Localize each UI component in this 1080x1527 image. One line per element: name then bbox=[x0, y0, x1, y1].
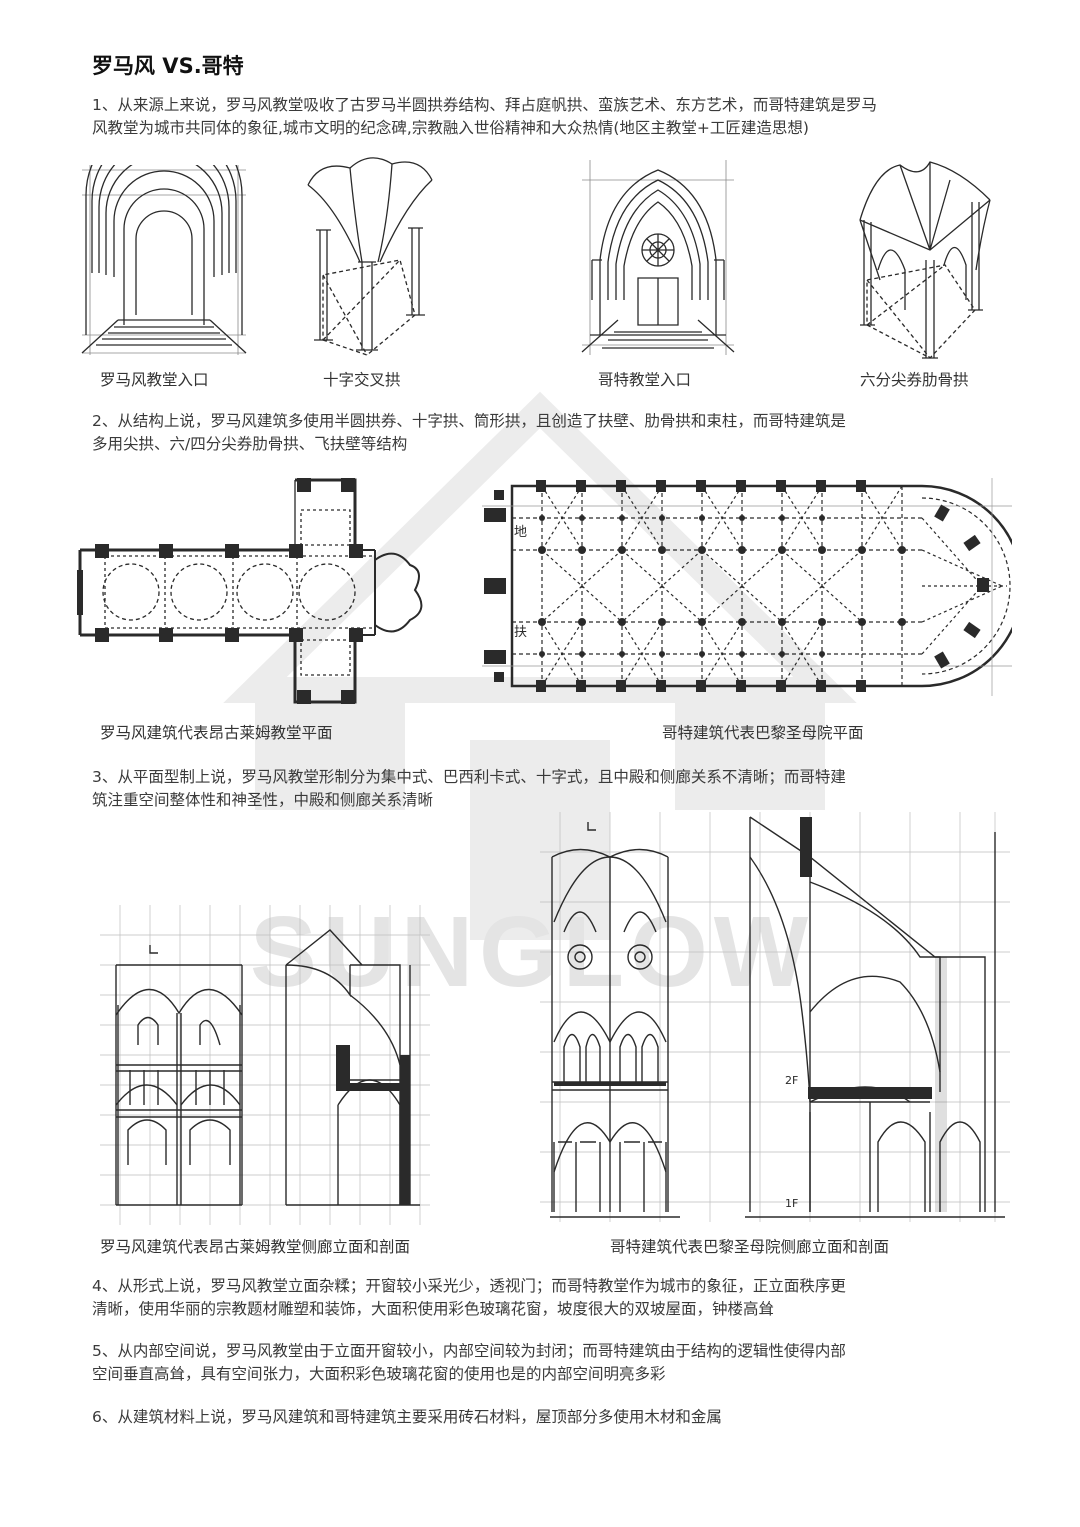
paragraph-5: 5、从内部空间说，罗马风教堂由于立面开窗较小，内部空间较为封闭；而哥特建筑由于结… bbox=[92, 1340, 992, 1386]
floor-label-1f: 1F bbox=[785, 1197, 798, 1210]
gothic-entrance-sketch bbox=[578, 160, 738, 355]
caption-gothic-entrance: 哥特教堂入口 bbox=[598, 371, 692, 389]
caption-romanesque-section: 罗马风建筑代表昂古莱姆教堂侧廊立面和剖面 bbox=[100, 1238, 411, 1256]
caption-romanesque-entrance: 罗马风教堂入口 bbox=[100, 371, 209, 389]
caption-romanesque-plan: 罗马风建筑代表昂古莱姆教堂平面 bbox=[100, 724, 333, 742]
romanesque-section-sketch bbox=[100, 905, 430, 1225]
paragraph-1: 1、从来源上来说，罗马风教堂吸收了古罗马半圆拱券结构、拜占庭帆拱、蛮族艺术、东方… bbox=[92, 94, 992, 140]
paragraph-line: 风教堂为城市共同体的象征,城市文明的纪念碑,宗教融入世俗精神和大众热情(地区主教… bbox=[92, 119, 809, 137]
floor-label-2f: 2F bbox=[785, 1074, 798, 1087]
paragraph-line: 筑注重空间整体性和神圣性，中殿和侧廊关系清晰 bbox=[92, 791, 434, 809]
paragraph-line: 4、从形式上说，罗马风教堂立面杂糅；开窗较小采光少，透视门；而哥特教堂作为城市的… bbox=[92, 1277, 846, 1295]
paragraph-line: 6、从建筑材料上说，罗马风建筑和哥特建筑主要采用砖石材料，屋顶部分多使用木材和金… bbox=[92, 1408, 722, 1426]
paragraph-line: 2、从结构上说，罗马风建筑多使用半圆拱券、十字拱、筒形拱，且创造了扶壁、肋骨拱和… bbox=[92, 412, 846, 430]
paragraph-line: 多用尖拱、六/四分尖券肋骨拱、飞扶壁等结构 bbox=[92, 435, 408, 453]
caption-gothic-plan: 哥特建筑代表巴黎圣母院平面 bbox=[662, 724, 864, 742]
paragraph-line: 1、从来源上来说，罗马风教堂吸收了古罗马半圆拱券结构、拜占庭帆拱、蛮族艺术、东方… bbox=[92, 96, 877, 114]
romanesque-plan-sketch bbox=[77, 478, 435, 704]
caption-sexpartite-vault: 六分尖券肋骨拱 bbox=[860, 371, 969, 389]
cross-vault-sketch bbox=[300, 150, 440, 360]
plan-mark-1: 地 bbox=[514, 525, 527, 540]
paragraph-line: 5、从内部空间说，罗马风教堂由于立面开窗较小，内部空间较为封闭；而哥特建筑由于结… bbox=[92, 1342, 846, 1360]
caption-gothic-section: 哥特建筑代表巴黎圣母院侧廊立面和剖面 bbox=[610, 1238, 890, 1256]
paragraph-line: 清晰，使用华丽的宗教题材雕塑和装饰，大面积使用彩色玻璃花窗，坡度很大的双坡屋面，… bbox=[92, 1300, 775, 1318]
romanesque-entrance-sketch bbox=[78, 165, 250, 355]
paragraph-line: 空间垂直高耸，具有空间张力，大面积彩色玻璃花窗的使用也是的内部空间明亮多彩 bbox=[92, 1365, 666, 1383]
paragraph-6: 6、从建筑材料上说，罗马风建筑和哥特建筑主要采用砖石材料，屋顶部分多使用木材和金… bbox=[92, 1406, 992, 1429]
gothic-section-sketch: 2F 1F bbox=[540, 812, 1010, 1222]
paragraph-3: 3、从平面型制上说，罗马风教堂形制分为集中式、巴西利卡式、十字式，且中殿和侧廊关… bbox=[92, 766, 992, 812]
page-title: 罗马风 VS.哥特 bbox=[92, 54, 244, 78]
sexpartite-vault-sketch bbox=[850, 160, 1000, 365]
plan-mark-2: 扶 bbox=[514, 625, 527, 640]
caption-cross-vault: 十字交叉拱 bbox=[323, 371, 401, 389]
paragraph-4: 4、从形式上说，罗马风教堂立面杂糅；开窗较小采光少，透视门；而哥特教堂作为城市的… bbox=[92, 1275, 992, 1321]
paragraph-2: 2、从结构上说，罗马风建筑多使用半圆拱券、十字拱、筒形拱，且创造了扶壁、肋骨拱和… bbox=[92, 410, 992, 456]
paragraph-line: 3、从平面型制上说，罗马风教堂形制分为集中式、巴西利卡式、十字式，且中殿和侧廊关… bbox=[92, 768, 846, 786]
gothic-plan-sketch: 地 扶 bbox=[482, 478, 1012, 696]
